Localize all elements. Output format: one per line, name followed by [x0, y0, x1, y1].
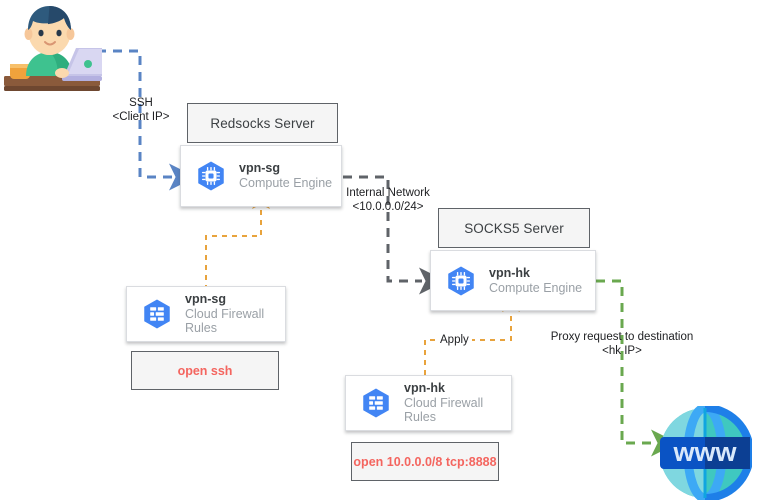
card-vpn-sg-fw-title: vpn-sg [185, 291, 226, 306]
group-redsocks-server: Redsocks Server [187, 103, 338, 143]
group-socks5-server-label: SOCKS5 Server [464, 220, 564, 236]
card-vpn-hk-compute-engine[interactable]: vpn-hk Compute Engine [430, 250, 596, 311]
edge-apply-vpn-sg [205, 191, 270, 290]
card-vpn-sg-compute-engine[interactable]: vpn-sg Compute Engine [180, 145, 342, 207]
compute-engine-icon [448, 266, 474, 295]
edge-label-internal-line1: Internal Network [346, 187, 430, 199]
group-redsocks-server-label: Redsocks Server [210, 115, 315, 131]
edge-label-proxy-line2: <hk IP> [602, 345, 642, 358]
rule-box-open-tcp-8888: open 10.0.0.0/8 tcp:8888 [351, 442, 499, 481]
card-vpn-hk-subtitle: Compute Engine [489, 280, 583, 295]
edge-proxy-request [596, 279, 678, 457]
card-vpn-hk-fw-title: vpn-hk [404, 380, 445, 395]
edge-internal-network [343, 175, 446, 295]
www-label: www [672, 437, 737, 467]
rule-open-ssh-label: open ssh [177, 363, 233, 378]
edge-label-proxy-line1: Proxy request to destination [550, 331, 694, 343]
edge-label-proxy-request: Proxy request to destination <hk IP> [536, 330, 708, 358]
rule-box-open-ssh: open ssh [131, 351, 279, 390]
card-vpn-hk-firewall-rules[interactable]: vpn-hk Cloud Firewall Rules [345, 375, 512, 431]
edge-label-ssh-line2: <Client IP> [112, 111, 170, 124]
cloud-firewall-icon [144, 299, 170, 329]
card-vpn-sg-title: vpn-sg [239, 161, 280, 176]
edge-label-internal-network: Internal Network <10.0.0.0/24> [331, 186, 445, 214]
group-socks5-server: SOCKS5 Server [438, 208, 590, 248]
www-globe-icon: www [660, 406, 752, 500]
compute-engine-icon [198, 161, 224, 191]
edge-label-apply-text: Apply [440, 334, 469, 346]
card-vpn-sg-firewall-rules[interactable]: vpn-sg Cloud Firewall Rules [126, 286, 286, 342]
edge-ssh [97, 49, 196, 191]
card-vpn-sg-subtitle: Compute Engine [239, 176, 333, 190]
card-vpn-hk-title: vpn-hk [489, 265, 530, 280]
cloud-firewall-icon [363, 388, 389, 418]
edge-label-ssh: SSH <Client IP> [108, 96, 174, 124]
edge-label-ssh-line1: SSH [129, 97, 153, 109]
rule-open-tcp-8888-label: open 10.0.0.0/8 tcp:8888 [353, 454, 497, 469]
client-user-icon [4, 6, 102, 91]
card-vpn-sg-fw-subtitle: Cloud Firewall Rules [185, 306, 265, 336]
edge-label-internal-line2: <10.0.0.0/24> [352, 201, 424, 214]
edge-label-apply: Apply [437, 333, 472, 348]
card-vpn-hk-fw-subtitle: Cloud Firewall Rules [404, 395, 484, 425]
